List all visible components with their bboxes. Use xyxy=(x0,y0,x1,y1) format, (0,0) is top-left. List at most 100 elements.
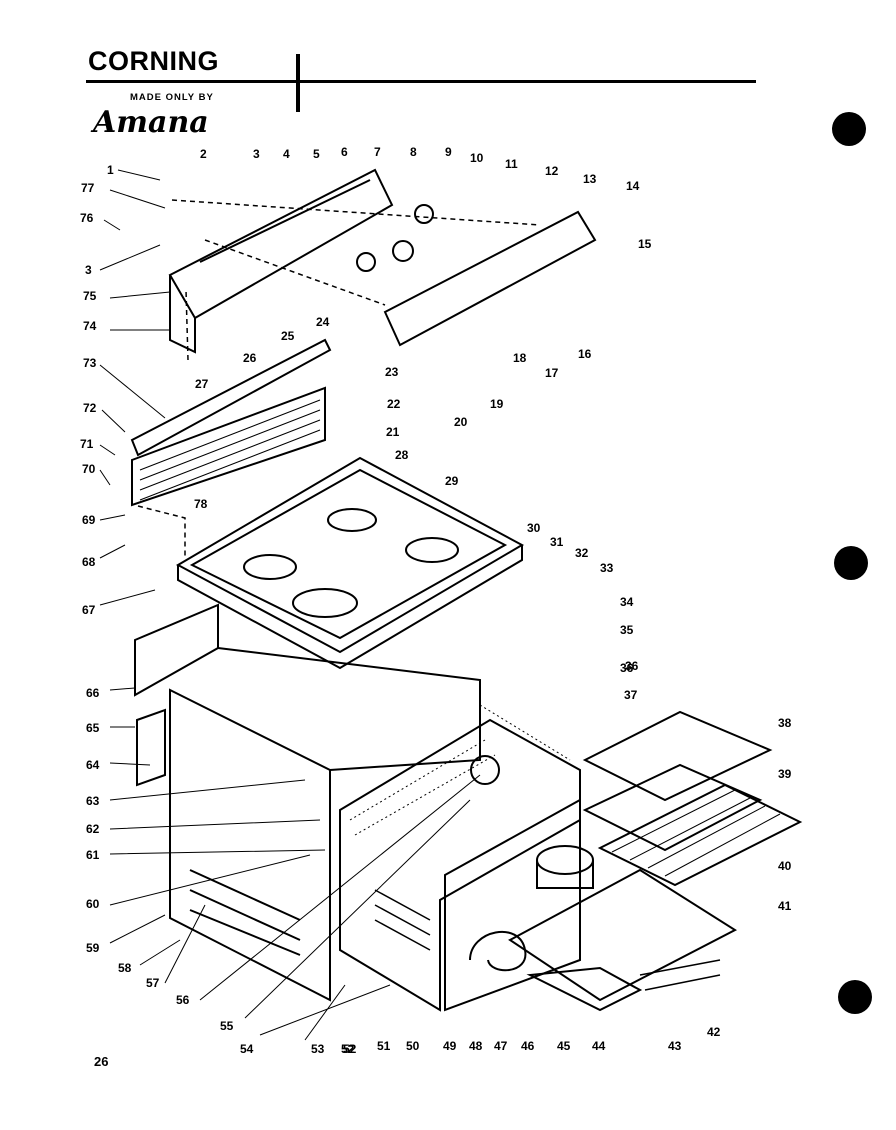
callout-41: 41 xyxy=(778,899,792,913)
callout-64: 64 xyxy=(86,758,100,772)
callout-12: 12 xyxy=(545,164,559,178)
callout-18: 18 xyxy=(513,351,527,365)
callout-65: 65 xyxy=(86,721,100,735)
cooktop-front-rail xyxy=(177,545,523,670)
callout-58: 58 xyxy=(118,961,132,975)
callout-31: 31 xyxy=(550,535,564,549)
callout-3: 3 xyxy=(85,263,92,277)
callout-40: 40 xyxy=(778,859,792,873)
callout-36: 36 xyxy=(620,661,634,675)
knob-24 xyxy=(356,252,376,272)
callout-61: 61 xyxy=(86,848,100,862)
oven-floor-panel xyxy=(508,868,738,1002)
oven-door-frame xyxy=(444,798,581,1012)
callout-34: 34 xyxy=(620,595,634,609)
callout-35: 35 xyxy=(620,623,634,637)
control-panel-top xyxy=(199,179,371,263)
callout-11: 11 xyxy=(505,157,518,171)
bake-element-coils xyxy=(639,959,721,991)
knob-20 xyxy=(392,240,414,262)
callout-36: 36 xyxy=(625,659,639,673)
callout-25: 25 xyxy=(281,329,295,343)
broiler-pan-top xyxy=(582,710,773,802)
convection-fan-body xyxy=(536,860,594,889)
callout-1: 1 xyxy=(107,163,114,177)
header-divider xyxy=(296,54,300,112)
cabinet-back xyxy=(217,647,481,771)
callout-21: 21 xyxy=(386,425,400,439)
burner-3 xyxy=(327,508,377,532)
page-number: 26 xyxy=(94,1054,109,1069)
broil-element xyxy=(469,931,527,972)
callout-28: 28 xyxy=(395,448,409,462)
vent-grille-lines xyxy=(139,399,321,501)
callout-46: 46 xyxy=(521,1039,535,1053)
burner-2 xyxy=(292,588,358,618)
callout-74: 74 xyxy=(83,319,97,333)
binder-hole-middle xyxy=(834,546,868,580)
bake-element xyxy=(526,966,643,1012)
callout-72: 72 xyxy=(83,401,97,415)
callout-42: 42 xyxy=(707,1025,721,1039)
brand-title: CORNING xyxy=(88,46,219,76)
callout-6: 6 xyxy=(341,145,348,159)
knob-8 xyxy=(414,204,434,224)
callout-68: 68 xyxy=(82,555,96,569)
oven-insulation-lines xyxy=(349,704,571,836)
callout-14: 14 xyxy=(626,179,640,193)
vent-grille xyxy=(131,386,326,507)
callout-3: 3 xyxy=(253,147,260,161)
callout-63: 63 xyxy=(86,794,100,808)
callout-44: 44 xyxy=(592,1039,606,1053)
burner-4 xyxy=(405,537,459,563)
binder-hole-bottom xyxy=(838,980,872,1014)
callout-24: 24 xyxy=(316,315,330,329)
callout-20: 20 xyxy=(454,415,468,429)
callout-37: 37 xyxy=(624,688,638,702)
callout-27: 27 xyxy=(195,377,209,391)
callout-66: 66 xyxy=(86,686,100,700)
callout-16: 16 xyxy=(578,347,592,361)
callout-22: 22 xyxy=(387,397,401,411)
callout-26: 26 xyxy=(243,351,257,365)
callout-57: 57 xyxy=(146,976,160,990)
oven-rack xyxy=(597,783,803,887)
callout-62: 62 xyxy=(86,822,100,836)
callout-73: 73 xyxy=(83,356,97,370)
callout-51: 51 xyxy=(377,1039,391,1053)
header-rule xyxy=(86,80,756,83)
convection-fan xyxy=(536,845,594,875)
manufacturer-logo: Amana xyxy=(93,105,209,140)
callout-13: 13 xyxy=(583,172,597,186)
callout-52: 52 xyxy=(343,1042,357,1056)
callout-33: 33 xyxy=(600,561,614,575)
callout-15: 15 xyxy=(638,237,652,251)
callout-9: 9 xyxy=(445,145,452,159)
callout-54: 54 xyxy=(240,1042,254,1056)
callout-55: 55 xyxy=(220,1019,234,1033)
side-panel xyxy=(136,708,166,787)
callout-17: 17 xyxy=(545,366,559,380)
callout-78: 78 xyxy=(194,497,208,511)
callout-71: 71 xyxy=(80,437,94,451)
dashed-guide-1 xyxy=(171,199,541,306)
callout-70: 70 xyxy=(82,462,96,476)
callout-19: 19 xyxy=(490,397,504,411)
oven-rack-wires xyxy=(611,789,781,877)
made-by-label: MADE ONLY BY xyxy=(130,92,214,103)
cooktop-glass xyxy=(189,468,508,640)
callout-8: 8 xyxy=(410,145,417,159)
oven-liner xyxy=(339,718,581,1012)
callout-52: 52 xyxy=(341,1042,355,1056)
vent-trim xyxy=(130,338,332,457)
callout-23: 23 xyxy=(385,365,399,379)
callout-5: 5 xyxy=(313,147,320,161)
callout-29: 29 xyxy=(445,474,459,488)
callout-49: 49 xyxy=(443,1039,457,1053)
callout-2: 2 xyxy=(200,147,207,161)
broiler-pan xyxy=(582,763,763,852)
callout-77: 77 xyxy=(81,181,95,195)
